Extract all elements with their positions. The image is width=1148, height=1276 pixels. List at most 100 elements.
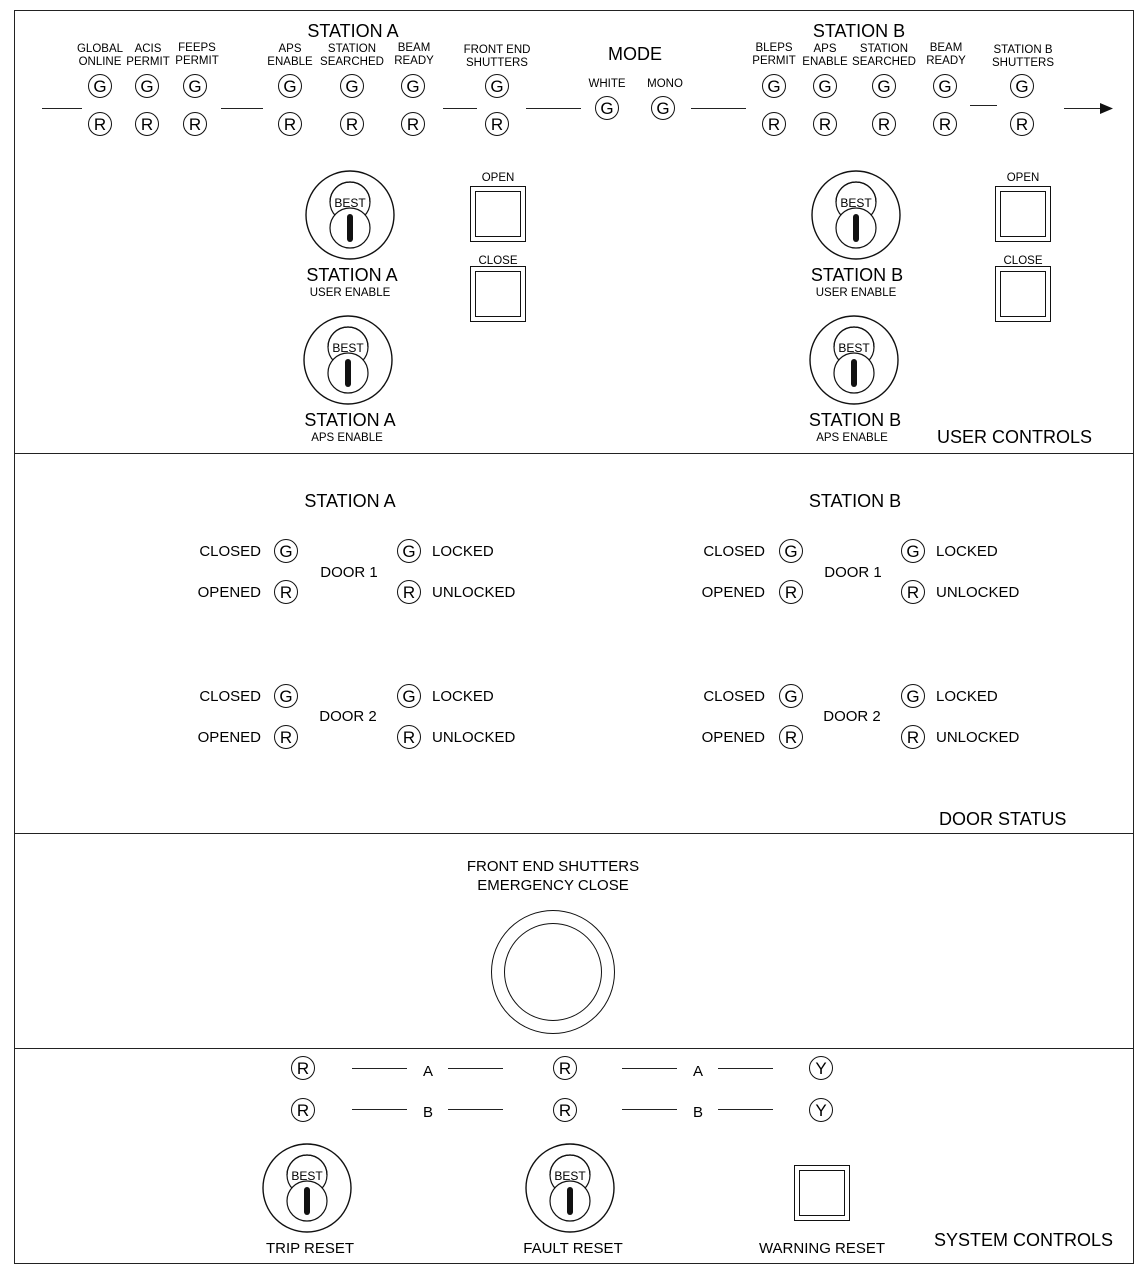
channel-a-line [718,1068,773,1069]
connector-line [42,108,82,109]
door-label-closed: CLOSED [199,543,261,560]
output-arrow-line [1064,108,1102,109]
door-status-panel [14,453,1134,834]
connector-line [221,108,263,109]
warning-reset-label: WARNING RESET [758,1240,886,1257]
system-controls-section-label: SYSTEM CONTROLS [934,1230,1114,1250]
station-b-aps-enable-subtitle: APS ENABLE [816,432,888,444]
station-a-close-button[interactable] [470,266,526,322]
station-a-door1-unlocked-lamp: R [397,580,421,604]
mode-title: MODE [608,44,662,64]
station-a-aps-enable-key-switch[interactable]: BEST [303,315,393,405]
station-b-searched-red-lamp: R [872,112,896,136]
connector-line [443,108,477,109]
station-a-user-enable-key-switch[interactable]: BEST [305,170,395,260]
station-a-door2-opened-lamp: R [274,725,298,749]
channel-b-label-1: B [422,1104,434,1121]
station-a-door2-closed-lamp: G [274,684,298,708]
arrow-head-icon [1100,103,1113,114]
station-b-user-enable-key-switch[interactable]: BEST [811,170,901,260]
channel-b-line [448,1109,503,1110]
station-b-shutters-red-lamp: R [1010,112,1034,136]
front-end-shutters-green-lamp: G [485,74,509,98]
door-label-locked: LOCKED [936,543,998,560]
door-label-unlocked: UNLOCKED [936,729,1020,746]
station-b-door2-unlocked-lamp: R [901,725,925,749]
station-b-door1-opened-lamp: R [779,580,803,604]
station-a-aps-enable-title: STATION A [304,410,396,430]
door-station-a-title: STATION A [304,491,396,511]
mode-mono-lamp: G [651,96,675,120]
station-b-searched-green-lamp: G [872,74,896,98]
station-b-open-button[interactable] [995,186,1051,242]
trip-reset-label: TRIP RESET [265,1240,355,1257]
channel-b-label-2: B [692,1104,704,1121]
station-a-searched-red-lamp: R [340,112,364,136]
door-label-locked: LOCKED [432,688,494,705]
svg-text:BEST: BEST [291,1169,323,1183]
station-a-aps-enable-red-lamp: R [278,112,302,136]
station-b-door2-closed-lamp: G [779,684,803,708]
mode-white-lamp: G [595,96,619,120]
svg-text:BEST: BEST [840,196,872,210]
door-label-locked: LOCKED [432,543,494,560]
svg-text:BEST: BEST [332,341,364,355]
station-b-open-label: OPEN [1006,172,1040,184]
channel-b-line [352,1109,407,1110]
user-controls-section-label: USER CONTROLS [937,427,1093,447]
channel-b-line [622,1109,677,1110]
channel-a-label-1: A [422,1063,434,1080]
station-b-aps-enable-key-switch[interactable]: BEST [809,315,899,405]
station-b-door2-locked-lamp: G [901,684,925,708]
global-online-red-lamp: R [88,112,112,136]
station-a-searched-green-lamp: G [340,74,364,98]
station-a-user-enable-subtitle: USER ENABLE [309,287,391,299]
trip-reset-key-switch[interactable]: BEST [262,1143,352,1233]
station-b-door1-label: DOOR 1 [824,564,882,581]
acis-permit-green-lamp: G [135,74,159,98]
door-status-section-label: DOOR STATUS [939,809,1067,829]
connector-line [691,108,746,109]
bleps-permit-red-lamp: R [762,112,786,136]
system-controls-panel [14,1048,1134,1264]
emergency-close-button[interactable] [491,910,615,1034]
door-station-b-title: STATION B [808,491,902,511]
door-label-opened: OPENED [197,729,261,746]
station-b-door1-locked-lamp: G [901,539,925,563]
station-a-beam-ready-green-lamp: G [401,74,425,98]
fault-b-red-lamp: R [553,1098,577,1122]
station-a-door1-label: DOOR 1 [320,564,378,581]
fault-reset-key-switch[interactable]: BEST [525,1143,615,1233]
station-a-door2-unlocked-lamp: R [397,725,421,749]
station-b-close-label: CLOSE [1003,255,1043,267]
door-label-closed: CLOSED [703,543,765,560]
mode-white-label: WHITE [588,78,626,90]
station-b-aps-enable-title: STATION B [808,410,902,430]
station-a-open-button[interactable] [470,186,526,242]
station-b-close-button[interactable] [995,266,1051,322]
fault-reset-label: FAULT RESET [523,1240,623,1257]
fault-a-red-lamp: R [553,1056,577,1080]
station-a-door2-label: DOOR 2 [319,708,377,725]
station-a-user-enable-title: STATION A [306,265,398,285]
svg-text:BEST: BEST [334,196,366,210]
station-b-user-enable-title: STATION B [810,265,904,285]
connector-line [970,105,997,106]
mode-mono-label: MONO [647,78,683,90]
warning-reset-button[interactable] [794,1165,850,1221]
channel-b-line [718,1109,773,1110]
door-label-opened: OPENED [701,584,765,601]
connector-line [526,108,581,109]
